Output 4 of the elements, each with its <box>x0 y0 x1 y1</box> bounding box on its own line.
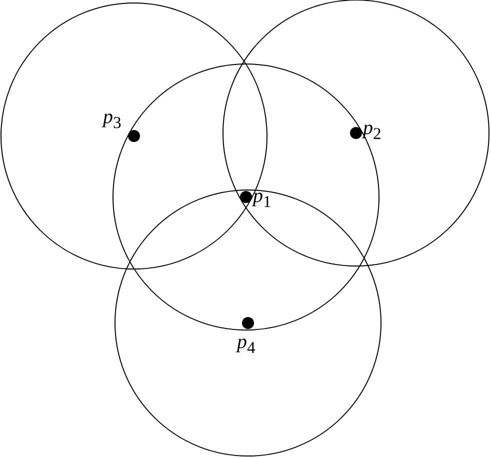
point-label: p$_{2}$ <box>363 117 382 145</box>
point-label: p$_{1}$ <box>253 185 272 213</box>
point-label: p$_{3}$ <box>103 106 122 134</box>
point-label: p$_{4}$ <box>237 331 256 359</box>
